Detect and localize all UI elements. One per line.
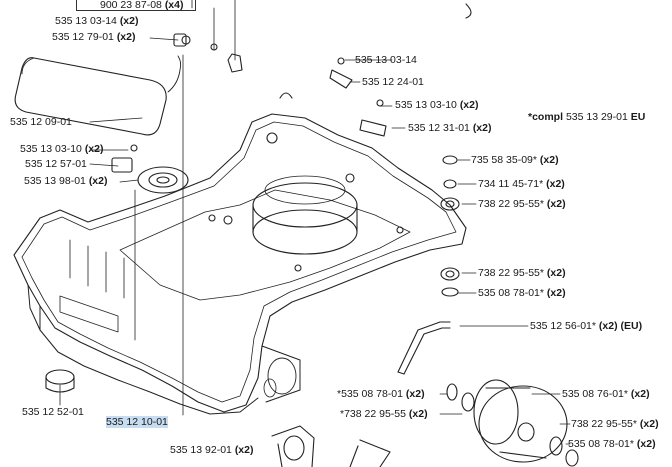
callout-seal: 535 12 52-01 — [22, 406, 84, 418]
callout-screw-c: 535 13 03-10 (x2) — [395, 99, 479, 111]
callout-screw-a: 535 13 03-10 (x2) — [20, 143, 104, 155]
chassis-body — [13, 113, 467, 413]
callout-top-partial: 900 23 87-08 (x4) — [100, 0, 184, 11]
callout-speaker: 535 13 98-01 (x2) — [24, 175, 108, 187]
callout-w-left2: *738 22 95-55 (x2) — [340, 408, 428, 420]
leader-lines — [59, 0, 571, 445]
battery-pack — [14, 57, 167, 136]
callout-w-right1: 738 22 95-55* (x2) — [571, 418, 659, 430]
callout-screw-top: 535 13 03-14 (x2) — [55, 15, 139, 27]
callout-w-left1: *535 08 78-01 (x2) — [337, 388, 425, 400]
callout-screw-b: 535 13 03-14 — [355, 54, 417, 66]
callout-r4: 738 22 95-55* (x2) — [478, 267, 566, 279]
callout-bottom: 535 13 92-01 (x2) — [170, 444, 254, 456]
callout-r3: 738 22 95-55* (x2) — [478, 198, 566, 210]
callout-cap-top: 535 12 79-01 (x2) — [52, 31, 136, 43]
callout-axle: 535 12 56-01* (x2) (EU) — [530, 320, 643, 332]
callout-w-right2: 535 08 78-01* (x2) — [568, 438, 656, 450]
wheel — [478, 385, 568, 463]
callout-bracket-c: 535 12 31-01 (x2) — [408, 122, 492, 134]
callout-clip-b: 535 12 24-01 — [362, 76, 424, 88]
callout-compl: *compl 535 13 29-01 EU — [528, 111, 646, 123]
callout-r1: 735 58 35-09* (x2) — [471, 154, 559, 166]
callout-chassis-highlighted[interactable]: 535 12 10-01 — [106, 416, 168, 428]
axle-rod — [397, 321, 451, 375]
callout-battery: 535 12 09-01 — [10, 116, 72, 128]
callout-r5: 535 08 78-01* (x2) — [478, 287, 566, 299]
callout-conn-a: 535 12 57-01 — [25, 158, 87, 170]
callout-wheel: 535 08 76-01* (x2) — [562, 388, 650, 400]
callout-r2: 734 11 45-71* (x2) — [478, 178, 565, 190]
seal-ring — [45, 369, 75, 385]
